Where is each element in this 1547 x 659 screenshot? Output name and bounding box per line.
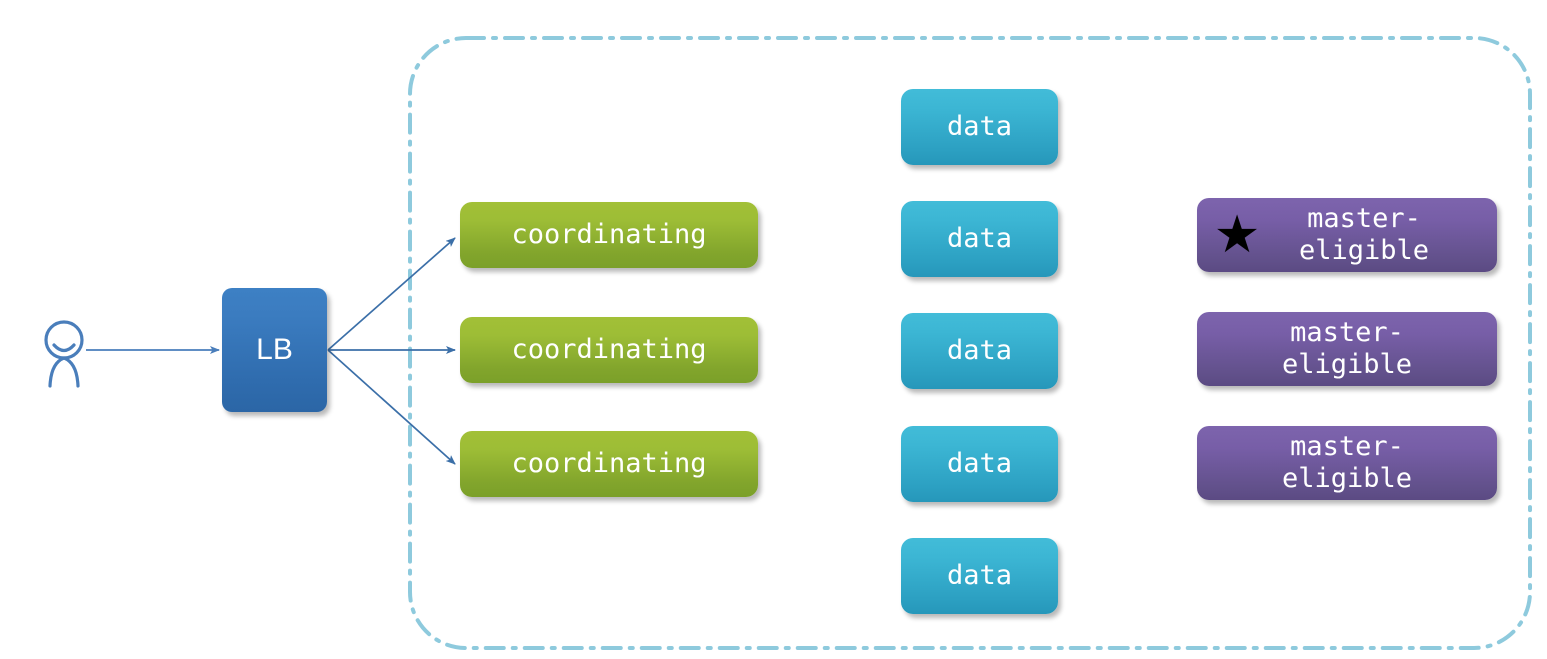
coordinating-node-1[interactable]: coordinating xyxy=(460,202,758,268)
data-node-4[interactable]: data xyxy=(901,426,1058,502)
master-eligible-node-label: master-eligible xyxy=(1197,203,1497,267)
master-eligible-node-2[interactable]: master-eligible xyxy=(1197,312,1497,386)
elected-master-star-icon: ★ xyxy=(1213,205,1261,265)
master-eligible-node-label: master-eligible xyxy=(1197,431,1497,495)
client-person-icon xyxy=(44,320,84,388)
data-node-label: data xyxy=(946,223,1013,255)
master-eligible-node-1[interactable]: ★master-eligible xyxy=(1197,198,1497,272)
data-node-label: data xyxy=(946,335,1013,367)
master-eligible-label-line-2: eligible xyxy=(1281,463,1413,494)
coordinating-node-2[interactable]: coordinating xyxy=(460,317,758,383)
master-eligible-label-line-1: master- xyxy=(1307,203,1421,235)
load-balancer-label: LB xyxy=(256,333,293,367)
coordinating-node-label: coordinating xyxy=(511,448,707,480)
master-eligible-label-line-1: master- xyxy=(1290,431,1404,463)
master-eligible-label-line-1: master- xyxy=(1290,317,1404,349)
data-node-3[interactable]: data xyxy=(901,313,1058,389)
master-eligible-label-line-2: eligible xyxy=(1298,235,1430,266)
data-node-5[interactable]: data xyxy=(901,538,1058,614)
connector-lb-to-coordinating-3 xyxy=(327,349,456,465)
connector-lb-to-coordinating-1 xyxy=(327,237,456,351)
data-node-2[interactable]: data xyxy=(901,201,1058,277)
master-eligible-node-3[interactable]: master-eligible xyxy=(1197,426,1497,500)
coordinating-node-label: coordinating xyxy=(511,334,707,366)
data-node-label: data xyxy=(946,560,1013,592)
master-eligible-label-line-2: eligible xyxy=(1281,349,1413,380)
coordinating-node-label: coordinating xyxy=(511,219,707,251)
load-balancer-node[interactable]: LB xyxy=(222,288,327,412)
master-eligible-node-label: master-eligible xyxy=(1197,317,1497,381)
data-node-label: data xyxy=(946,448,1013,480)
coordinating-node-3[interactable]: coordinating xyxy=(460,431,758,497)
data-node-1[interactable]: data xyxy=(901,89,1058,165)
data-node-label: data xyxy=(946,111,1013,143)
